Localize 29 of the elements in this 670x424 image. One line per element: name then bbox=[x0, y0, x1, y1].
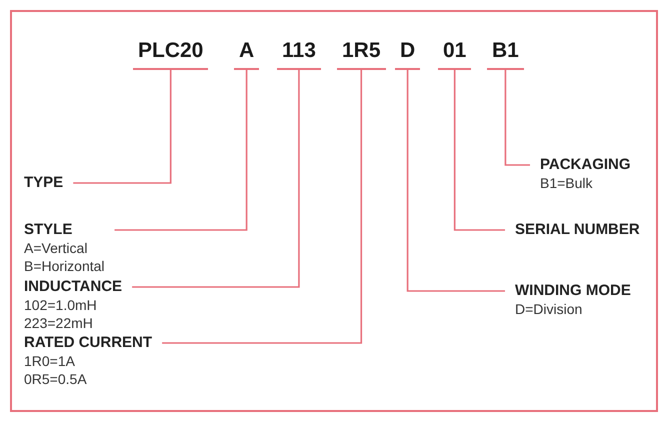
code-description: B1=Bulk bbox=[540, 174, 594, 192]
leader-line bbox=[132, 70, 300, 288]
code-segment: 01 bbox=[438, 40, 472, 70]
code-description: 102=1.0mH bbox=[24, 296, 98, 314]
field-heading: INDUCTANCE bbox=[24, 278, 122, 296]
code-segment: A bbox=[234, 40, 260, 70]
code-description: 223=22mH bbox=[24, 314, 94, 332]
code-description: D=Division bbox=[515, 300, 584, 318]
code-description: A=Vertical bbox=[24, 239, 88, 257]
code-segment: 113 bbox=[277, 40, 321, 70]
leader-line bbox=[454, 70, 505, 231]
field-heading: TYPE bbox=[24, 174, 64, 192]
field-heading: PACKAGING bbox=[540, 156, 631, 174]
leader-line bbox=[504, 70, 530, 166]
field-heading: WINDING MODE bbox=[515, 282, 631, 300]
code-description: 0R5=0.5A bbox=[24, 370, 88, 388]
code-description: B=Horizontal bbox=[24, 257, 105, 275]
code-segment: PLC20 bbox=[133, 40, 208, 70]
leader-line bbox=[114, 70, 248, 231]
field-heading: SERIAL NUMBER bbox=[515, 221, 640, 239]
field-heading: STYLE bbox=[24, 221, 74, 239]
code-segment: 1R5 bbox=[337, 40, 386, 70]
field-heading: RATED CURRENT bbox=[24, 334, 152, 352]
code-segment: B1 bbox=[487, 40, 524, 70]
code-segment: D bbox=[395, 40, 420, 70]
leader-line bbox=[406, 70, 505, 292]
leader-line bbox=[162, 70, 362, 344]
code-description: 1R0=1A bbox=[24, 352, 76, 370]
leader-line bbox=[73, 70, 172, 184]
